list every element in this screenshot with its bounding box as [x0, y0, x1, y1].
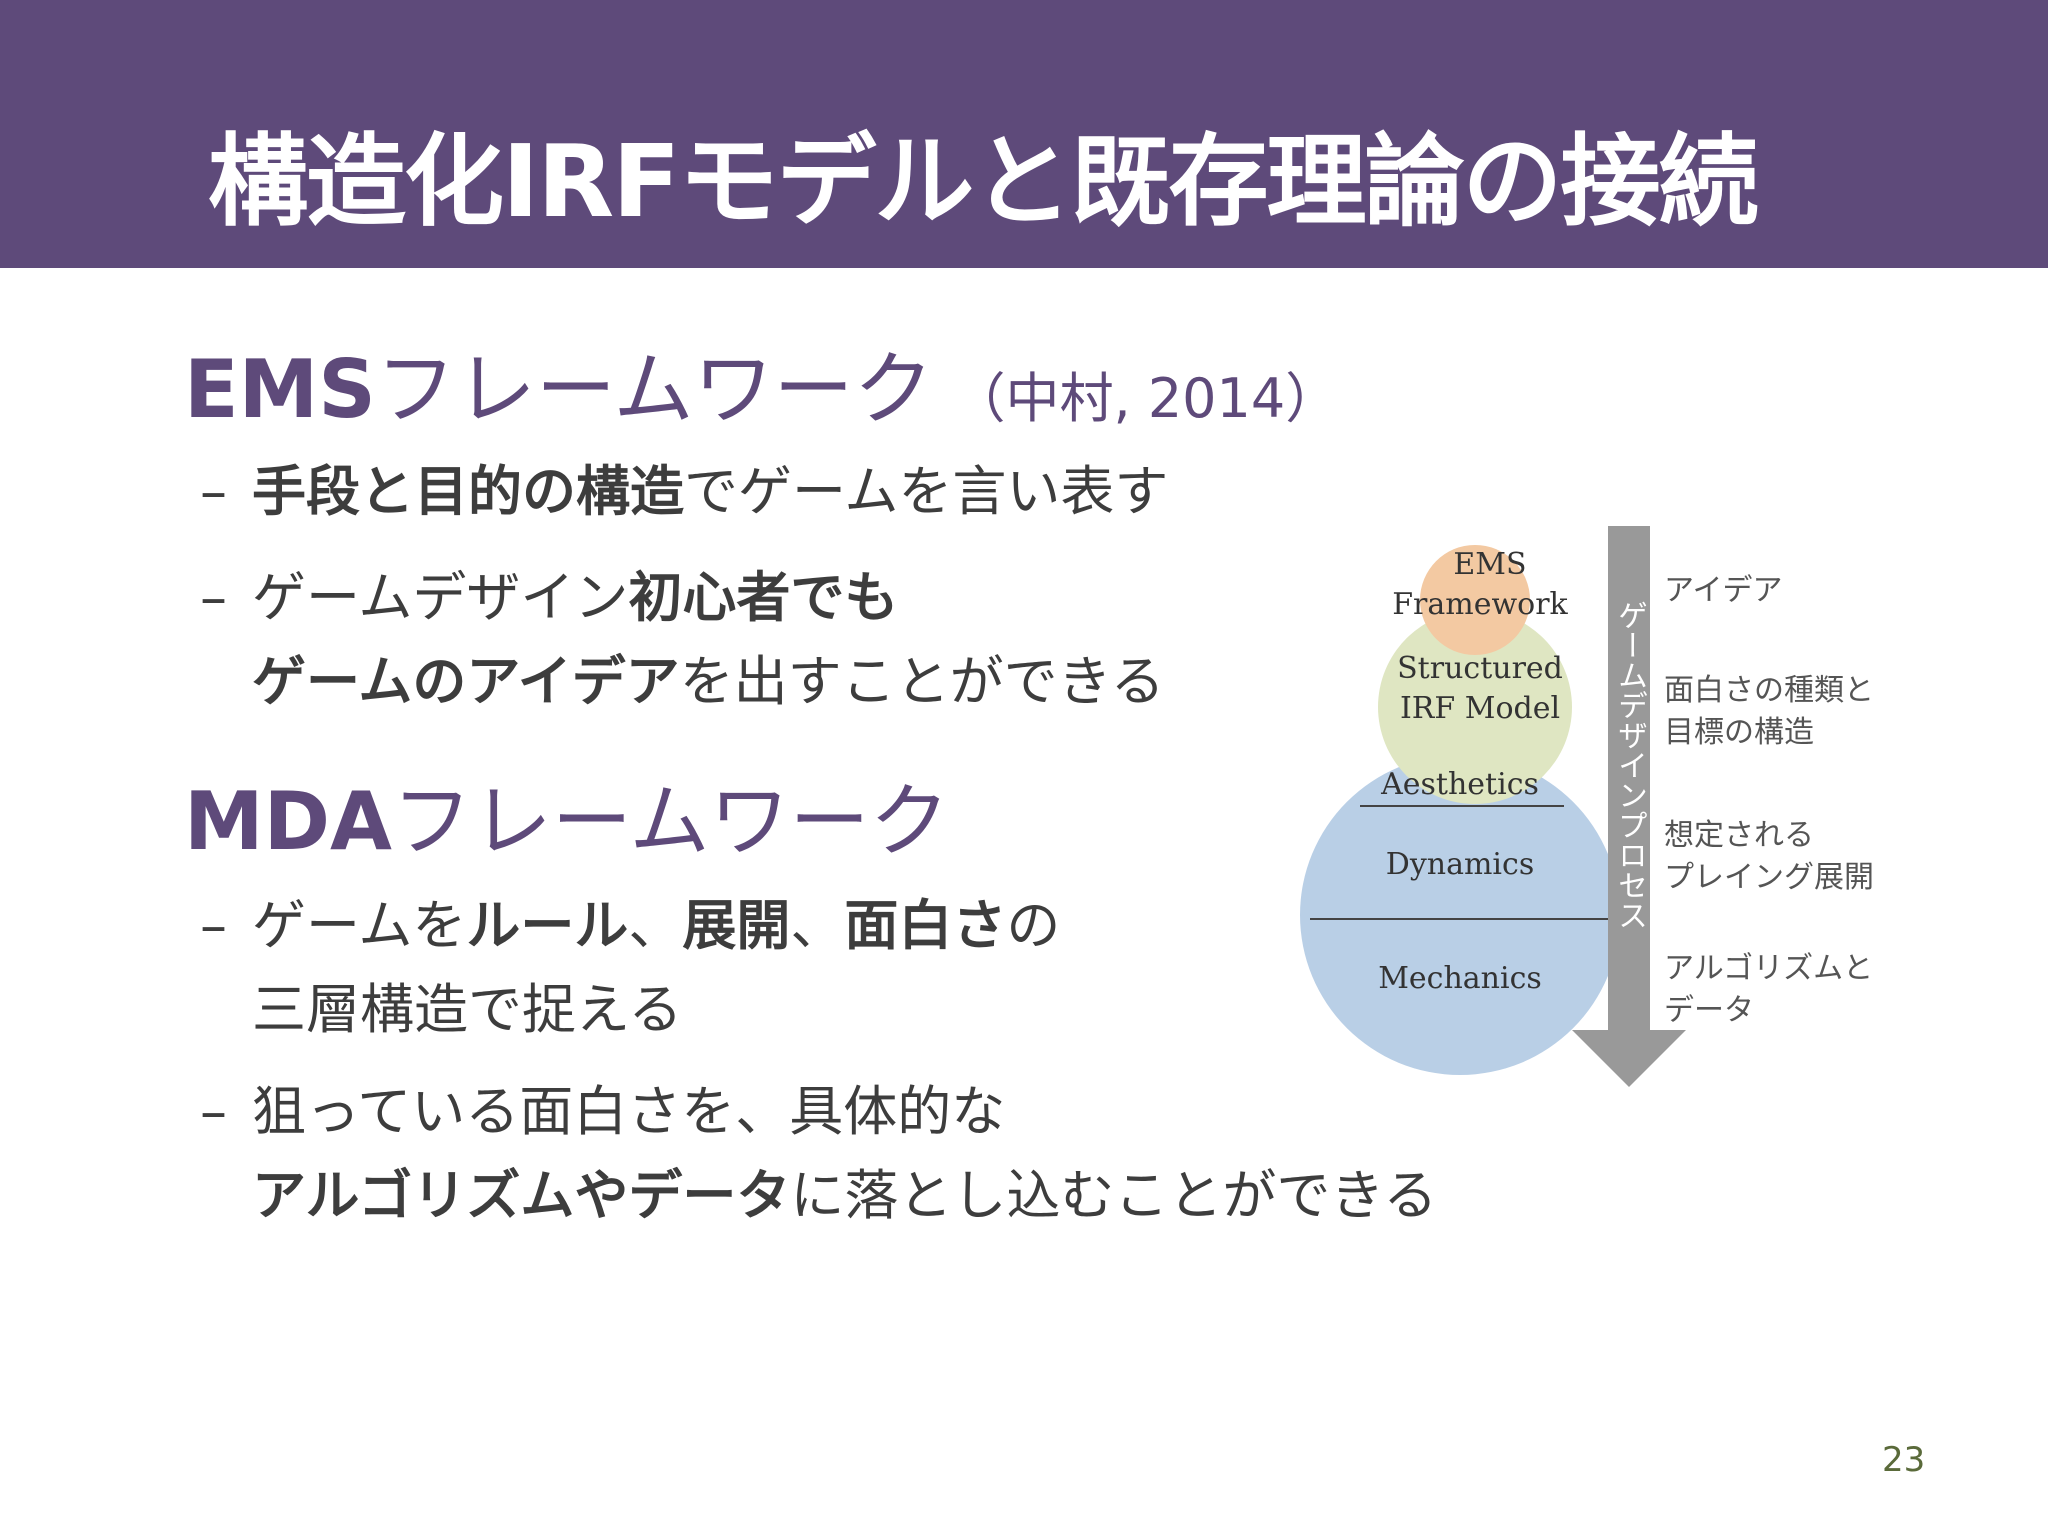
ems-bullet-2-line2-bold: ゲームのアイデア	[252, 650, 680, 713]
mda-bullet-2-line1: 狙っている面白さを、具体的な	[252, 1080, 1006, 1143]
note-algo-line1: アルゴリズムと	[1664, 951, 1874, 986]
bullet-dash: –	[200, 1080, 227, 1143]
mda-bullet-1-development: 展開	[682, 894, 791, 957]
mechanics-label: Mechanics	[1378, 961, 1542, 996]
ems-circle	[1420, 545, 1530, 655]
ems-citation: （中村, 2014）	[951, 367, 1340, 430]
mda-section-title: MDAフレームワーク	[184, 772, 950, 872]
slide-title: 構造化IRFモデルと既存理論の接続	[208, 123, 1759, 240]
irf-model-label: IRF Model	[1399, 691, 1561, 726]
title-bar: 構造化IRFモデルと既存理論の接続	[0, 0, 2048, 268]
note-fun-types-line1: 面白さの種類と	[1664, 673, 1874, 708]
ems-bullet-1-rest: でゲームを言い表す	[684, 460, 1169, 523]
note-idea: アイデア	[1664, 570, 1783, 612]
mda-bullet-1-rule: ルール	[466, 894, 629, 957]
ems-label: EMS	[1453, 547, 1527, 582]
ems-bullet-1: –手段と目的の構造でゲームを言い表す	[200, 450, 1168, 534]
mda-title-bold: MDA	[184, 775, 392, 868]
process-arrow	[1608, 526, 1650, 1031]
mda-bullet-1-text: ゲームを	[252, 894, 467, 957]
mda-bullet-2-line2-rest: に落とし込むことができる	[790, 1164, 1438, 1227]
mda-circle	[1300, 755, 1620, 1075]
dynamics-label: Dynamics	[1385, 847, 1535, 882]
ems-bullet-2: –ゲームデザイン初心者でも ゲームのアイデアを出すことができる	[200, 556, 1165, 724]
mda-bullet-2: –狙っている面白さを、具体的な アルゴリズムやデータに落とし込むことができる	[200, 1070, 1437, 1238]
mda-bullet-1: –ゲームをルール、展開、面白さの 三層構造で捉える	[200, 884, 1060, 1052]
ems-bullet-2-bold: 初心者でも	[628, 566, 899, 629]
bullet-dash: –	[200, 460, 227, 523]
page-number: 23	[1882, 1440, 1926, 1480]
dynamics-divider	[1310, 918, 1615, 920]
note-play-development: 想定される プレイング展開	[1664, 815, 1874, 899]
mda-bullet-1-sep: 、	[628, 894, 683, 957]
mda-bullet-1-sep: 、	[790, 894, 845, 957]
bullet-dash: –	[200, 894, 227, 957]
bullet-dash: –	[200, 566, 227, 629]
ems-bullet-2-normal: ゲームデザイン	[252, 566, 629, 629]
mda-bullet-1-particle: の	[1006, 894, 1061, 957]
aesthetics-divider	[1360, 805, 1564, 807]
ems-bullet-1-bold: 手段と目的の構造	[252, 460, 684, 523]
note-fun-types: 面白さの種類と 目標の構造	[1664, 670, 1874, 754]
note-algo-line2: データ	[1664, 993, 1754, 1028]
note-play-line2: プレイング展開	[1664, 860, 1874, 895]
structured-label: Structured	[1397, 651, 1563, 686]
mda-title-rest: フレームワーク	[391, 775, 950, 868]
framework-label: Framework	[1392, 587, 1568, 622]
aesthetics-label: Aesthetics	[1381, 767, 1539, 802]
framework-diagram: EMS Framework Structured IRF Model Aesth…	[1290, 520, 1910, 1090]
note-algorithm-data: アルゴリズムと データ	[1664, 948, 1873, 1032]
note-idea-text: アイデア	[1664, 573, 1783, 608]
note-play-line1: 想定される	[1664, 818, 1814, 853]
ems-section-title: EMSフレームワーク （中村, 2014）	[184, 340, 1339, 449]
ems-title-rest: フレームワーク	[375, 343, 934, 436]
ems-bullet-2-line2-rest: を出すことができる	[679, 650, 1165, 713]
mda-bullet-1-line2: 三層構造で捉える	[252, 978, 683, 1041]
note-fun-types-line2: 目標の構造	[1664, 715, 1814, 750]
process-arrow-head	[1572, 1030, 1686, 1087]
ems-title-bold: EMS	[184, 343, 376, 436]
mda-bullet-1-fun: 面白さ	[844, 894, 1007, 957]
mda-bullet-2-line2-bold: アルゴリズムやデータ	[252, 1164, 791, 1227]
process-arrow-label: ゲームデザインプロセス	[1612, 600, 1647, 930]
